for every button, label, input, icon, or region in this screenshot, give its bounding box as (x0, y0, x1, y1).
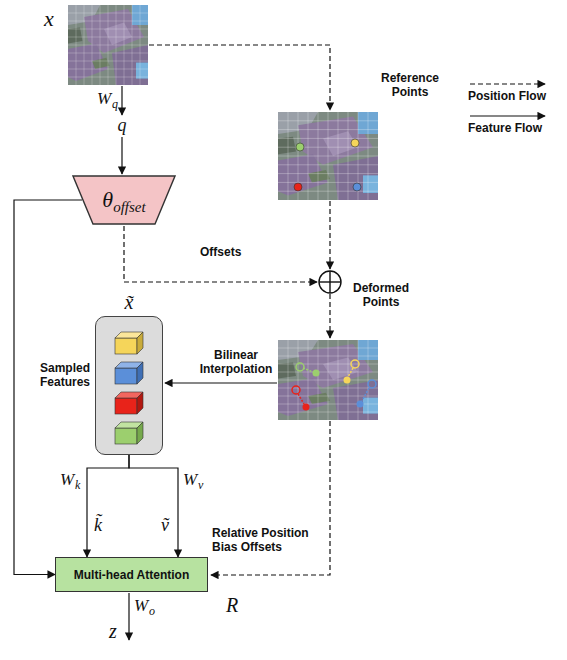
math-symbol: R (226, 594, 238, 617)
feature-cube (115, 362, 143, 384)
feature-connector (87, 455, 129, 557)
sampled-features-box: Sampled Features (95, 316, 163, 455)
math-symbol: q (112, 98, 118, 112)
annotation: Deformed Points (346, 282, 416, 310)
annotation: Bilinear Interpolation (196, 349, 276, 377)
math-symbol: x (44, 6, 54, 31)
feature-cube (115, 392, 143, 414)
feature-cube (115, 422, 143, 444)
reference-points (294, 139, 361, 191)
attention-box: Multi-head Attention (55, 557, 208, 592)
feature-connector (129, 455, 178, 557)
math-symbol: ṽ (161, 515, 169, 536)
sum-symbol (319, 271, 341, 293)
math-symbol: k̃ (94, 515, 102, 536)
legend-text: Position Flow (468, 90, 546, 104)
box-label: Multi-head Attention (74, 568, 190, 582)
annotation: Reference Points (372, 72, 448, 100)
feature-cube (115, 332, 143, 354)
math-symbol: v (198, 479, 203, 493)
subscript: offset (113, 182, 146, 232)
math-symbol: W (134, 596, 148, 616)
legend-solid-sample (470, 115, 545, 116)
formula: θoffset (72, 175, 176, 225)
math-symbol: q (118, 115, 127, 136)
deformed-image (278, 340, 378, 420)
math-symbol: x̃ (125, 291, 134, 314)
math-symbol: W (183, 470, 197, 490)
deformed-points (292, 360, 376, 411)
offset-network: θoffset (72, 175, 176, 225)
position-flow-lines (124, 45, 330, 575)
input-image (68, 5, 148, 85)
annotation: Relative Position Bias Offsets (212, 527, 326, 555)
symbol: θ (102, 175, 113, 225)
math-symbol: z (109, 620, 117, 643)
reference-image (278, 112, 378, 200)
math-symbol: k (75, 479, 80, 493)
annotation: Offsets (200, 246, 241, 260)
math-symbol: o (149, 605, 155, 619)
legend-text: Feature Flow (468, 122, 542, 136)
math-symbol: W (60, 470, 74, 490)
legend-dashed-sample (470, 83, 545, 84)
math-symbol: W (97, 89, 111, 109)
feature-cubes (95, 316, 163, 455)
heading: Sampled Features (30, 361, 90, 390)
